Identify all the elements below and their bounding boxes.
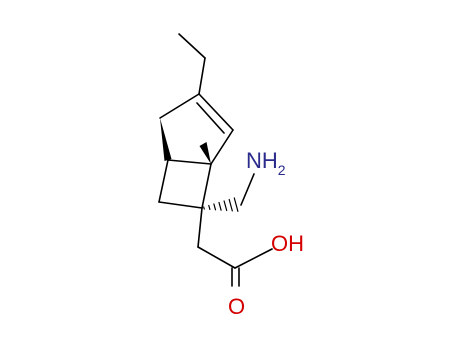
bond-ethyl-ch2: [198, 57, 206, 95]
bond-ring-double-a: [198, 93, 234, 131]
bond-cyclobutane-bottom: [158, 201, 203, 209]
bond-ring-ch2: [197, 207, 203, 248]
nh2-symbol: NH: [246, 148, 278, 173]
bond-ch2-nh2: [240, 173, 255, 206]
carbonyl-o-label: O: [228, 294, 245, 319]
nh2-subscript: 2: [278, 162, 286, 178]
bond-ring-right: [210, 129, 234, 165]
wedge-bond-right: [199, 142, 211, 164]
nh2-label: NH2: [246, 148, 286, 178]
bond-ring-double-b: [196, 102, 225, 134]
bond-c-oh: [234, 248, 273, 269]
hashed-bond-aminomethyl: [203, 197, 239, 212]
bond-ring-top-left: [159, 93, 200, 119]
bond-ethyl-ch3: [178, 33, 206, 59]
bond-ring-fusion: [167, 159, 212, 165]
bond-ch2-cooh: [197, 246, 236, 269]
bond-cyclobutane-left: [158, 159, 169, 203]
oh-label: OH: [271, 231, 304, 256]
bond-cyclobutane-right: [201, 163, 212, 209]
wedge-bond-left: [160, 118, 172, 161]
